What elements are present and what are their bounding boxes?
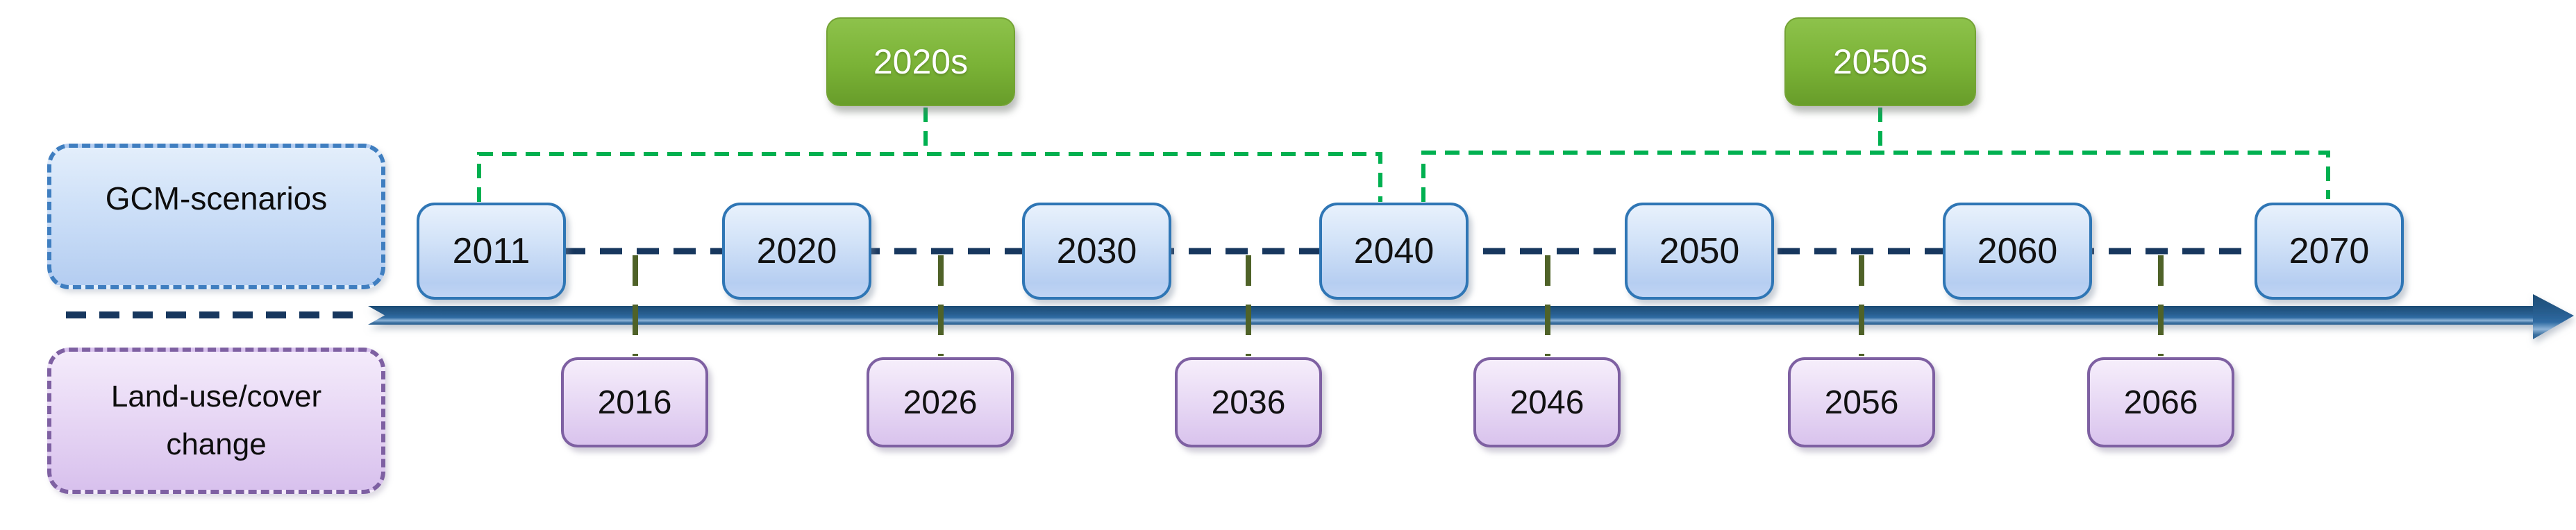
gcm-year-2070: 2070	[2289, 231, 2370, 271]
timeline-arrow-bar	[368, 306, 2534, 325]
gcm-year-box-2011: 2011	[417, 203, 566, 300]
decade-badge-2050s: 2050s	[1784, 17, 1976, 106]
gcm-year-box-2020: 2020	[722, 203, 871, 300]
landuse-year-box-2026: 2026	[867, 357, 1014, 447]
landuse-label-line2: change	[166, 427, 267, 461]
landuse-year-2026: 2026	[903, 384, 978, 421]
landuse-year-2036: 2036	[1211, 384, 1286, 421]
gcm-year-2020: 2020	[756, 231, 837, 271]
landuse-year-2016: 2016	[597, 384, 672, 421]
decade-brackets	[477, 108, 2330, 202]
landuse-year-box-2036: 2036	[1175, 357, 1322, 447]
gcm-year-box-2060: 2060	[1943, 203, 2092, 300]
landuse-year-2046: 2046	[1509, 384, 1584, 421]
landuse-year-box-2056: 2056	[1788, 357, 1935, 447]
landuse-year-box-2046: 2046	[1473, 357, 1621, 447]
gcm-year-box-2040: 2040	[1319, 203, 1469, 300]
landuse-label-line1: Land-use/cover	[110, 379, 322, 414]
decade-badge-2020s: 2020s	[826, 17, 1015, 106]
landuse-dropper-lines	[633, 255, 2164, 356]
gcm-year-box-2070: 2070	[2255, 203, 2404, 300]
timeline-arrow	[368, 294, 2574, 339]
landuse-year-box-2066: 2066	[2087, 357, 2234, 447]
decade-badge-2020s-label: 2020s	[873, 42, 969, 81]
gcm-year-box-2030: 2030	[1022, 203, 1171, 300]
gcm-scenarios-label: GCM-scenarios	[105, 180, 328, 216]
gcm-scenarios-label-box: GCM-scenarios	[47, 144, 385, 289]
gcm-year-2040: 2040	[1353, 231, 1435, 271]
bracket-2050s	[1421, 151, 2330, 202]
gcm-year-2030: 2030	[1056, 231, 1137, 271]
bracket-2020s	[477, 152, 1382, 202]
landuse-year-2066: 2066	[2123, 384, 2198, 421]
gcm-year-2011: 2011	[452, 231, 530, 271]
gcm-year-2060: 2060	[1977, 231, 2058, 271]
landuse-year-2056: 2056	[1824, 384, 1899, 421]
landuse-year-box-2016: 2016	[561, 357, 708, 447]
timeline-arrowhead	[2533, 294, 2574, 339]
gcm-year-box-2050: 2050	[1625, 203, 1774, 300]
gcm-year-2050: 2050	[1659, 231, 1740, 271]
decade-badge-2050s-label: 2050s	[1832, 42, 1928, 81]
landuse-label-box: Land-use/cover change	[47, 348, 385, 494]
